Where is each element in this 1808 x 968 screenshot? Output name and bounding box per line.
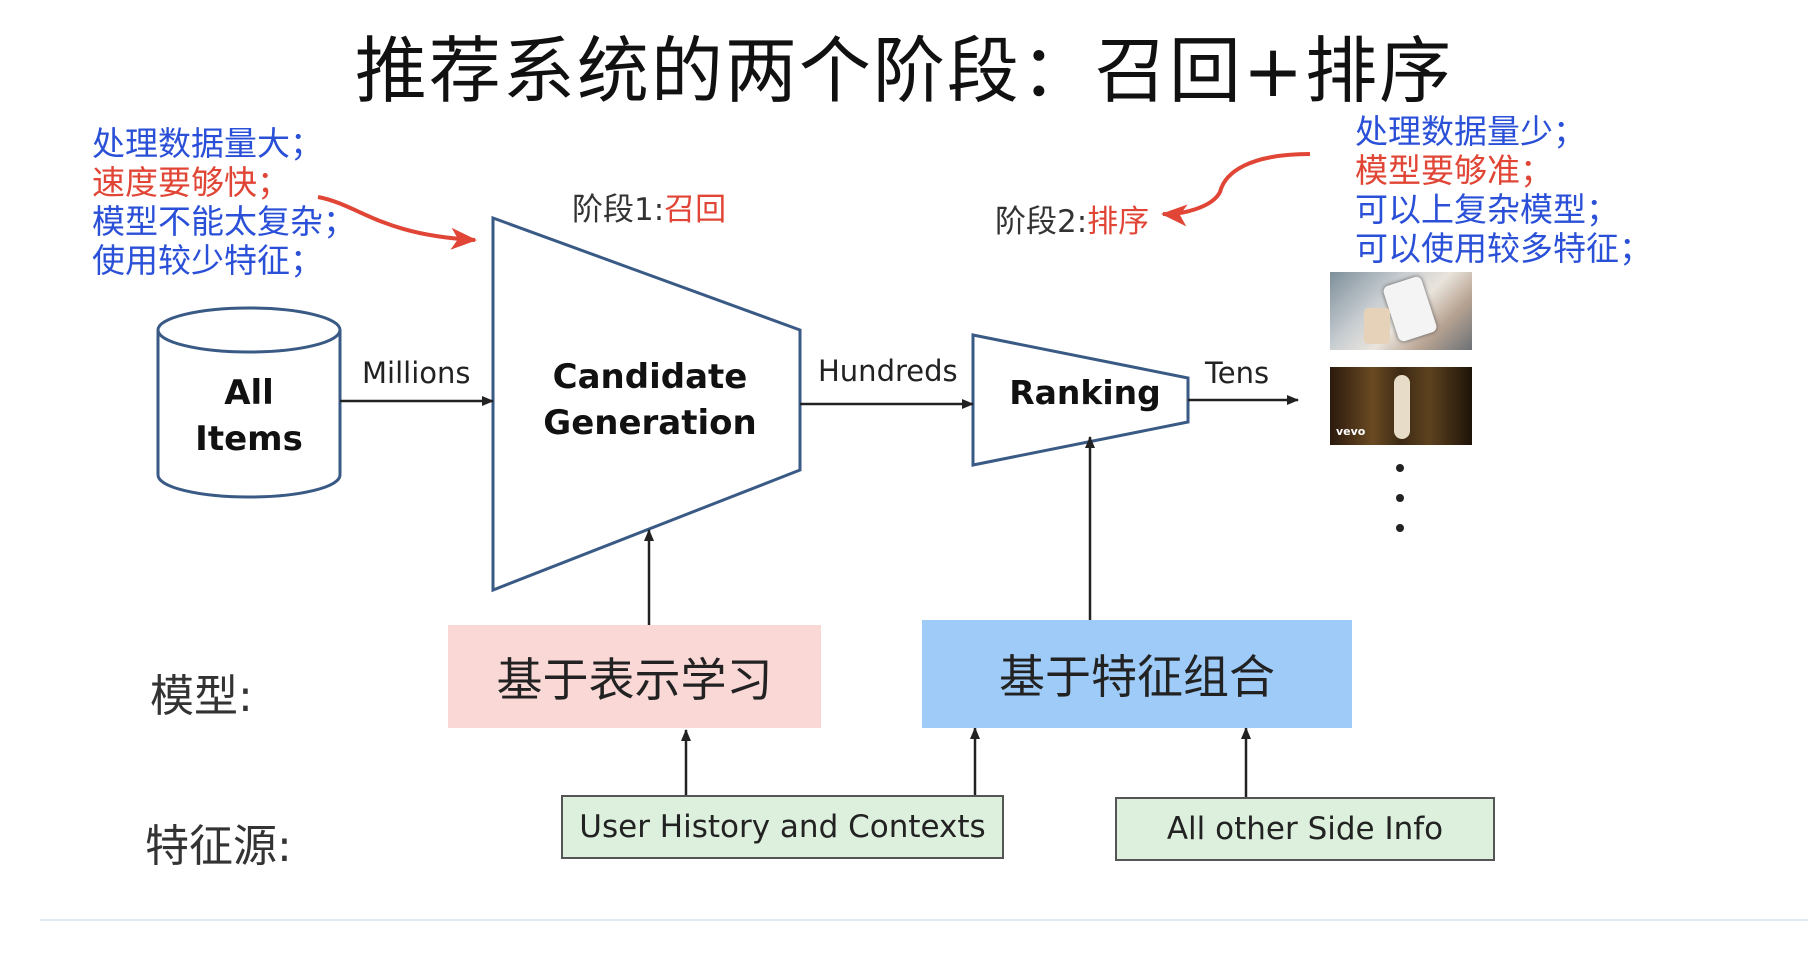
candidate-generation-label-line2: Generation — [543, 403, 757, 443]
all-items-label-line2: Items — [195, 419, 303, 459]
stage1-prefix: 阶段1: — [572, 192, 665, 228]
tens-label: Tens — [1205, 356, 1270, 390]
feature-combination-box: 基于特征组合 — [922, 620, 1352, 728]
ranking-label: Ranking — [1009, 373, 1161, 412]
more-results-dot — [1396, 494, 1404, 502]
cup-icon — [1364, 308, 1390, 344]
recall-note-4: 使用较少特征； — [92, 241, 323, 280]
all-items-label: All Items — [178, 370, 320, 462]
stage2-label: 阶段2:排序 — [995, 196, 1149, 241]
user-history-box: User History and Contexts — [561, 795, 1004, 859]
stage2-prefix: 阶段2: — [995, 204, 1088, 240]
candidate-generation-funnel — [491, 215, 802, 593]
all-items-cylinder — [156, 306, 342, 499]
stage1-label: 阶段1:召回 — [572, 184, 726, 229]
slide-title: 推荐系统的两个阶段：召回+排序 — [354, 29, 1454, 113]
stage2-name: 排序 — [1087, 204, 1150, 240]
ranking-notes-arrow — [1161, 152, 1311, 227]
recall-note-2: 速度要够快； — [92, 163, 290, 202]
candidate-generation-label-line1: Candidate — [552, 357, 748, 397]
phone-icon — [1382, 275, 1438, 343]
all-items-label-line1: All — [224, 373, 274, 413]
ranking-note-4: 可以使用较多特征； — [1355, 229, 1652, 268]
stage1-name: 召回 — [664, 192, 727, 228]
hundreds-label: Hundreds — [818, 354, 958, 388]
more-results-dot — [1396, 464, 1404, 472]
ranking-funnel — [971, 333, 1190, 467]
model-row-label: 模型: — [150, 671, 253, 722]
ranking-note-1: 处理数据量少； — [1355, 112, 1586, 151]
result-thumbnail-video: vevo — [1330, 367, 1472, 445]
recall-note-1: 处理数据量大； — [92, 124, 323, 163]
ranking-notes: 处理数据量少； 模型要够准； 可以上复杂模型； 可以使用较多特征； — [1355, 112, 1652, 268]
candidate-generation-label: Candidate Generation — [530, 354, 770, 446]
side-info-box: All other Side Info — [1115, 797, 1495, 861]
ranking-note-2: 模型要够准； — [1355, 151, 1553, 190]
recall-notes: 处理数据量大； 速度要够快； 模型不能太复杂； 使用较少特征； — [92, 124, 356, 280]
recall-note-3: 模型不能太复杂； — [92, 202, 356, 241]
feature-source-row-label: 特征源: — [145, 821, 292, 872]
vevo-watermark: vevo — [1336, 425, 1366, 438]
recall-notes-arrow — [317, 195, 477, 250]
more-results-dot — [1396, 524, 1404, 532]
singer-figure-icon — [1394, 375, 1410, 439]
ranking-note-3: 可以上复杂模型； — [1355, 190, 1619, 229]
representation-learning-box: 基于表示学习 — [448, 625, 821, 728]
millions-label: Millions — [362, 356, 471, 390]
result-thumbnail-phone — [1330, 272, 1472, 350]
